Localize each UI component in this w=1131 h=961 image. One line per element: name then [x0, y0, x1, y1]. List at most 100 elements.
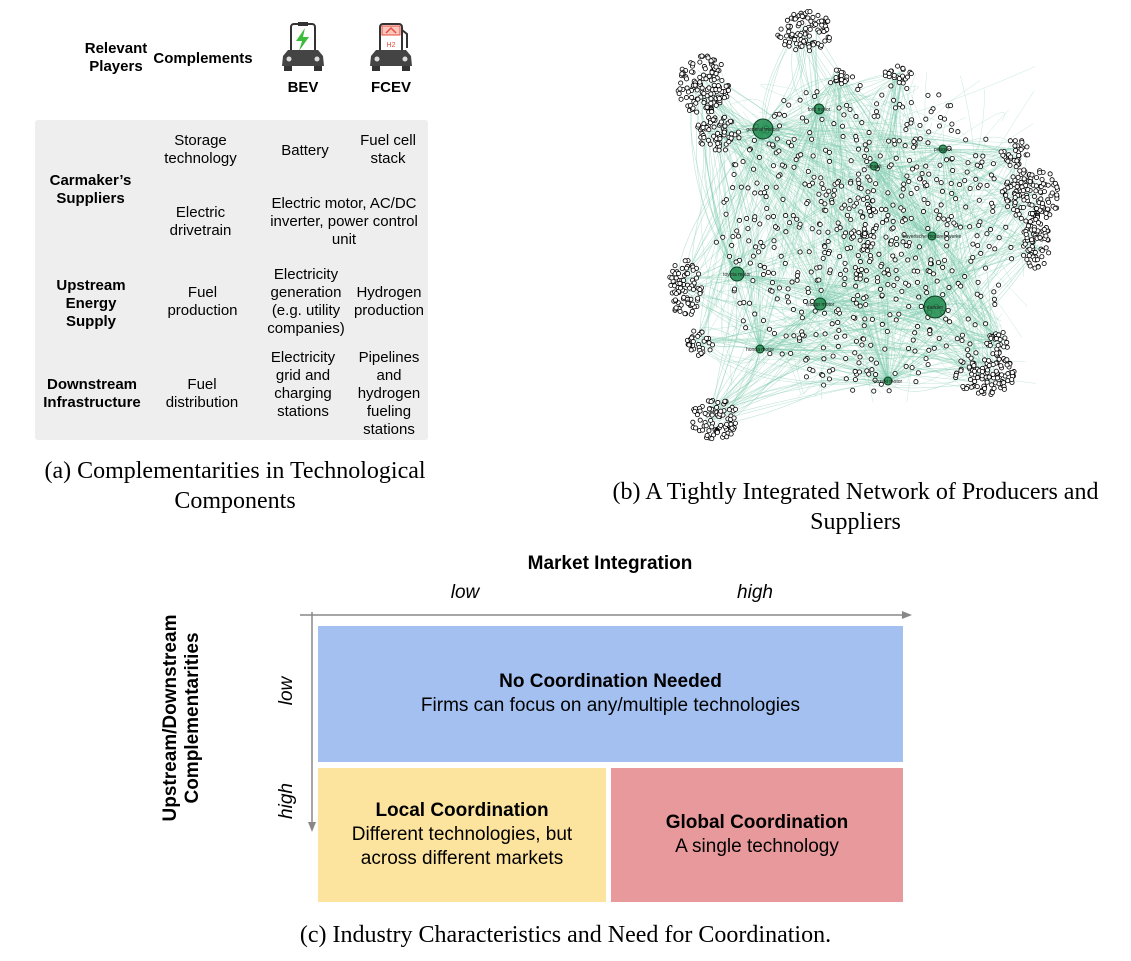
- network-node: [873, 225, 879, 231]
- network-node: [1010, 174, 1016, 180]
- network-node: [793, 47, 799, 53]
- network-node: [890, 218, 896, 224]
- network-node: [701, 100, 707, 106]
- network-node: [1012, 138, 1018, 144]
- network-node: [878, 381, 884, 387]
- network-node: [718, 422, 724, 428]
- network-node: [1004, 362, 1010, 368]
- network-node: [825, 239, 831, 245]
- network-node: [896, 76, 902, 82]
- network-node: [850, 296, 856, 302]
- network-node: [855, 293, 861, 299]
- network-node: [1012, 143, 1018, 149]
- network-node: [700, 427, 706, 433]
- network-node: [928, 257, 934, 263]
- network-node: [706, 428, 712, 434]
- network-node: [911, 139, 917, 145]
- network-node: [715, 83, 721, 89]
- network-node: [740, 318, 746, 324]
- h2-label: H2: [387, 42, 396, 49]
- network-node: [914, 185, 920, 191]
- network-node: [1040, 181, 1046, 187]
- complement-storage-technology: Storage technology: [164, 132, 237, 167]
- network-node: [861, 243, 867, 249]
- network-node: [983, 136, 989, 142]
- network-node: [691, 328, 697, 334]
- network-node: [857, 276, 863, 282]
- network-node: [733, 162, 739, 168]
- network-node: [757, 221, 763, 227]
- network-node: [888, 83, 894, 89]
- network-node: [797, 97, 803, 103]
- network-node: [1003, 192, 1009, 198]
- network-node: [806, 33, 812, 39]
- complement-fuel-production: Fuel production: [167, 284, 238, 319]
- network-node: [819, 116, 825, 122]
- network-node: [972, 322, 978, 328]
- network-node: [857, 369, 863, 375]
- network-node: [861, 336, 867, 342]
- network-node: [689, 94, 695, 100]
- network-node: [964, 386, 970, 392]
- network-node: [968, 355, 974, 361]
- network-node: [1046, 199, 1052, 205]
- network-node: [904, 121, 910, 127]
- network-node: [682, 311, 688, 317]
- network-hub-label: peugeot: [934, 147, 953, 153]
- network-node: [716, 96, 722, 102]
- network-node: [1017, 168, 1023, 174]
- network-node: [934, 278, 940, 284]
- network-node: [764, 205, 770, 211]
- network-node: [1039, 254, 1045, 260]
- network-node: [796, 21, 802, 27]
- network-node: [1032, 249, 1038, 255]
- network-node: [838, 183, 844, 189]
- network-node: [1054, 184, 1060, 190]
- network-node: [721, 95, 727, 101]
- network-node: [867, 156, 873, 162]
- network-node: [722, 147, 728, 153]
- network-node: [771, 238, 777, 244]
- network-node: [1046, 250, 1052, 256]
- network-node: [821, 310, 827, 316]
- network-node: [704, 104, 710, 110]
- network-node: [794, 273, 800, 279]
- network-node: [913, 379, 919, 385]
- network-node: [843, 356, 849, 362]
- network-node: [728, 431, 734, 437]
- network-node: [786, 102, 792, 108]
- network-node: [816, 191, 822, 197]
- network-node: [879, 92, 885, 98]
- network-node: [928, 109, 934, 115]
- network-node: [842, 79, 848, 85]
- network-node: [1021, 176, 1027, 182]
- network-node: [978, 388, 984, 394]
- network-node: [692, 408, 698, 414]
- network-node: [866, 139, 872, 145]
- network-node: [967, 224, 973, 230]
- network-node: [888, 162, 894, 168]
- network-node: [987, 342, 993, 348]
- network-node: [1025, 223, 1031, 229]
- network-hub-label: general motors: [746, 127, 780, 133]
- network-node: [966, 364, 972, 370]
- network-node: [744, 215, 750, 221]
- network-node: [732, 406, 738, 412]
- network-node: [903, 363, 909, 369]
- x-label-low: low: [450, 582, 480, 603]
- network-node: [930, 271, 936, 277]
- network-node: [820, 372, 826, 378]
- network-node: [729, 242, 735, 248]
- network-node: [869, 316, 875, 322]
- network-node: [799, 43, 805, 49]
- network-node: [684, 76, 690, 82]
- network-node: [869, 367, 875, 373]
- caption-c: (c) Industry Characteristics and Need fo…: [299, 922, 832, 948]
- network-node: [844, 212, 850, 218]
- network-node: [842, 276, 848, 282]
- network-node: [1035, 264, 1041, 270]
- network-node: [976, 222, 982, 228]
- network-node: [678, 80, 684, 86]
- network-node: [896, 311, 902, 317]
